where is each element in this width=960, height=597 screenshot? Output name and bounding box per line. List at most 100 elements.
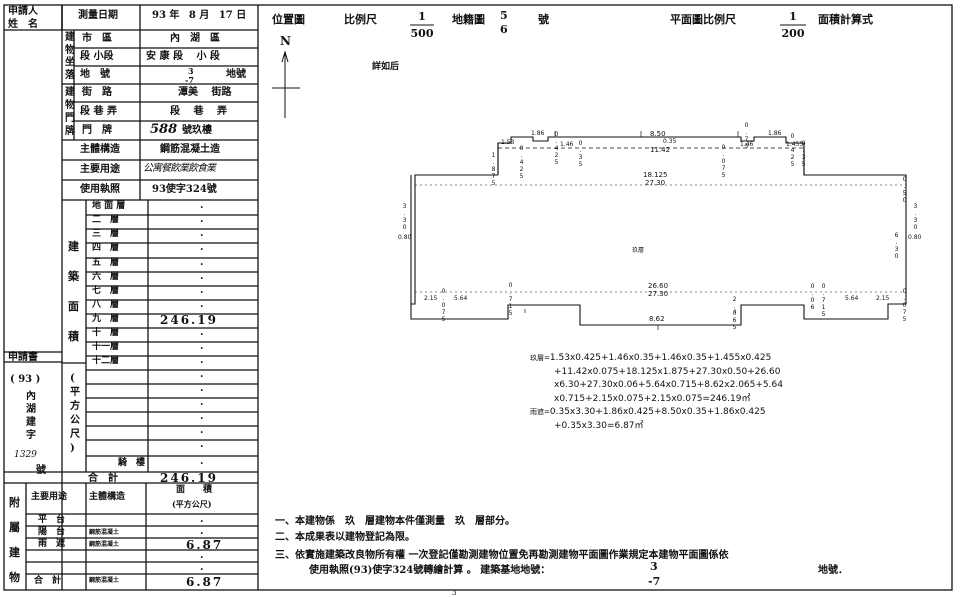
floor-area-value: . <box>200 228 204 239</box>
dim-label: 0.06 <box>809 283 816 311</box>
floor-label: 十一層 <box>92 342 120 352</box>
cadastral-denominator: 6 <box>500 23 508 36</box>
attached-usage: 雨 遮 <box>38 539 66 549</box>
attached-area-value: . <box>200 526 204 537</box>
dim-label: 0.075 <box>901 288 908 323</box>
door-number-suffix: 號玖樓 <box>182 125 212 136</box>
dim-label: 1.46 <box>740 141 754 148</box>
survey-date: 93 年 8 月 17 日 <box>152 10 247 21</box>
total-label: 合 計 <box>88 473 118 484</box>
attached-structure: 鋼筋混凝土 <box>89 541 120 548</box>
floor-area-value: . <box>200 327 204 338</box>
section-value: 安 康 段 小 段 <box>146 51 220 62</box>
dim-label: 0.715 <box>507 282 514 317</box>
floor-area-value: . <box>200 355 204 366</box>
usage-label: 主要用途 <box>80 164 120 175</box>
floor-label: 六 層 <box>92 272 120 282</box>
floor-label: 地 面 層 <box>92 201 126 211</box>
attached-col-area-unit: (平方公尺) <box>172 499 212 509</box>
attached-col-structure: 主體構造 <box>89 492 126 502</box>
note-3-lot-top: 3 <box>650 560 658 573</box>
note-3-line-2: 使用執照(93)使字324號轉繪計算 。 建築基地地號： <box>309 565 551 576</box>
section-label: 段 小段 <box>80 51 114 62</box>
area-calc-label: 面積計算式 <box>818 13 873 26</box>
dim-label: 5.64 <box>845 295 859 302</box>
dim-label: 0.50 <box>901 176 908 204</box>
floor-label: 三 層 <box>92 229 120 239</box>
arcade-value: . <box>200 456 204 467</box>
dim-label: 0.80 <box>398 234 412 241</box>
dim-label: 8.50 <box>650 130 666 138</box>
note-3-lot-bottom: -7 <box>648 575 661 588</box>
dim-label: 0.075 <box>440 288 447 323</box>
dim-label: 0.715 <box>820 283 827 318</box>
dim-label: 0.075 <box>720 144 727 179</box>
application-label: 申請書 <box>8 352 38 363</box>
calc-line: +0.35x3.30=6.87㎡ <box>554 420 644 431</box>
attached-area-value: . <box>200 550 204 561</box>
area-group-label: 建 築 面 積 <box>68 240 79 343</box>
attached-total-label: 合 計 <box>34 576 62 586</box>
floor-area-value: . <box>200 383 204 394</box>
floor-label: 九 層 <box>92 314 120 324</box>
attached-total-value: 6.87 <box>186 575 224 589</box>
attached-usage: 平 台 <box>38 515 66 525</box>
floor-area-value: . <box>200 257 204 268</box>
dim-label: 1.53 <box>501 139 515 146</box>
attached-group-label: 附 屬 建 物 <box>9 496 20 584</box>
dim-label: 0.75 <box>743 122 750 150</box>
floor-label: 五 層 <box>92 258 120 268</box>
attached-area-value: . <box>200 562 204 573</box>
application-suffix: 號 <box>36 465 46 476</box>
scale-denominator: 500 <box>410 27 434 40</box>
city-label: 市 區 <box>82 33 112 44</box>
application-year: ( 93 ) <box>10 374 41 385</box>
attached-area-value: . <box>200 514 204 525</box>
calc-line: x6.30+27.30x0.06+5.64x0.715+8.62x2.065+5… <box>554 380 783 390</box>
cadastral-label: 地籍圖 <box>452 13 485 26</box>
city-value: 內 湖 區 <box>170 33 220 44</box>
dim-label: 1.86 <box>768 130 782 137</box>
scale-numerator: 1 <box>418 10 426 23</box>
dim-label: 0.35 <box>663 138 677 145</box>
see-below-note: 詳如后 <box>372 62 400 72</box>
dim-label: 1.455 <box>786 141 804 148</box>
floor-label: 十二層 <box>92 356 120 366</box>
plan-scale-numerator: 1 <box>789 10 797 23</box>
door-group-label: 建 物 門 牌 <box>65 87 75 137</box>
floor-area-value: . <box>200 369 204 380</box>
dim-label: 0.425 <box>553 131 560 166</box>
dim-label: 0.425 <box>518 145 525 180</box>
arcade-label: 騎 樓 <box>118 458 146 468</box>
application-number: 1329 <box>14 450 37 460</box>
dim-label: 27.30 <box>648 290 669 298</box>
lot-number-top: 3 <box>188 66 194 76</box>
dim-label: 0.425 <box>789 133 796 168</box>
floor-label: 四 層 <box>92 243 120 253</box>
dim-label: 1.46 <box>560 141 574 148</box>
license-value: 93使字324號 <box>152 184 217 195</box>
scale-label: 比例尺 <box>344 13 377 26</box>
floor-area-value: . <box>200 214 204 225</box>
calc-line: 0.35x3.30+1.86x0.425+8.50x0.35+1.86x0.42… <box>549 407 766 417</box>
dim-label: 1.875 <box>490 152 497 187</box>
calc-9f-label: 玖層= <box>530 354 550 362</box>
note-3-line-1: 三、依實施建築改良物所有權 一次登記僅勘測建物位置免再勘測建物平面圖作業規定本建… <box>275 550 729 561</box>
note-3-suffix: 地號． <box>818 565 848 576</box>
attached-col-usage: 主要用途 <box>31 492 68 502</box>
dim-label: 0.35 <box>577 140 584 168</box>
floor-area-value: 246.19 <box>160 313 218 327</box>
calc-line: +11.42x0.075+18.125x1.875+27.30x0.50+26.… <box>554 366 781 377</box>
dim-label: 8.62 <box>649 315 665 323</box>
floor-label: 八 層 <box>92 300 120 310</box>
structure-value: 鋼筋混凝土造 <box>160 144 220 155</box>
cadastral-suffix: 號 <box>538 13 549 26</box>
dim-label: 5.64 <box>454 295 468 302</box>
note-2: 二、本成果表以建物登記為限。 <box>275 532 415 543</box>
area-calculation: 玖層=1.53x0.425+1.46x0.35+1.46x0.35+1.455x… <box>530 352 783 433</box>
door-number-label: 門 牌 <box>82 125 112 136</box>
dim-label: 3.30 <box>912 203 919 231</box>
door-number-value: 588 <box>150 122 178 137</box>
dim-label: 2.065 <box>731 296 738 331</box>
floor-label: 十 層 <box>92 328 120 338</box>
